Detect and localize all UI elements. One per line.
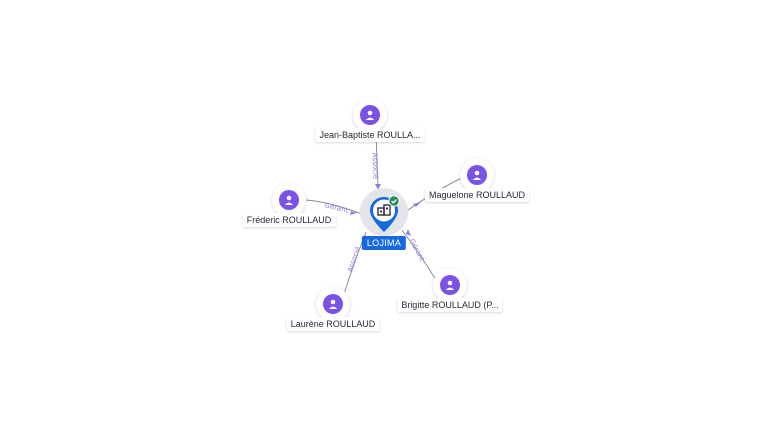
edge-label-p1: Associé [371, 153, 380, 180]
user-icon [440, 275, 460, 295]
edge-label-p5: Associé [346, 246, 362, 274]
edge-arrow [406, 229, 411, 236]
map-pin-icon[interactable] [368, 195, 400, 235]
edge-arrow [350, 211, 357, 215]
user-icon [323, 294, 343, 314]
person-name[interactable]: Laurène ROULLAUD [286, 317, 380, 331]
check-badge-icon [388, 195, 400, 207]
edge-arrow [375, 184, 381, 190]
user-icon [467, 165, 487, 185]
person-name[interactable]: Jean-Baptiste ROULLA... [315, 128, 425, 142]
person-avatar[interactable] [433, 268, 467, 302]
building-icon [377, 204, 391, 216]
person-avatar[interactable] [316, 287, 350, 321]
user-icon [279, 190, 299, 210]
edge-arrow [413, 202, 421, 207]
edge-label-p4: Gérant [408, 238, 426, 263]
edge-p4: Gérant [401, 229, 437, 281]
person-name[interactable]: Fréderic ROULLAUD [242, 213, 336, 227]
person-avatar[interactable] [272, 183, 306, 217]
person-avatar[interactable] [353, 98, 387, 132]
person-avatar[interactable] [460, 158, 494, 192]
person-name[interactable]: Maguelone ROULLAUD [424, 188, 530, 202]
company-name[interactable]: LOJIMA [361, 236, 407, 250]
person-name[interactable]: Brigitte ROULLAUD (P... [397, 298, 503, 312]
user-icon [360, 105, 380, 125]
